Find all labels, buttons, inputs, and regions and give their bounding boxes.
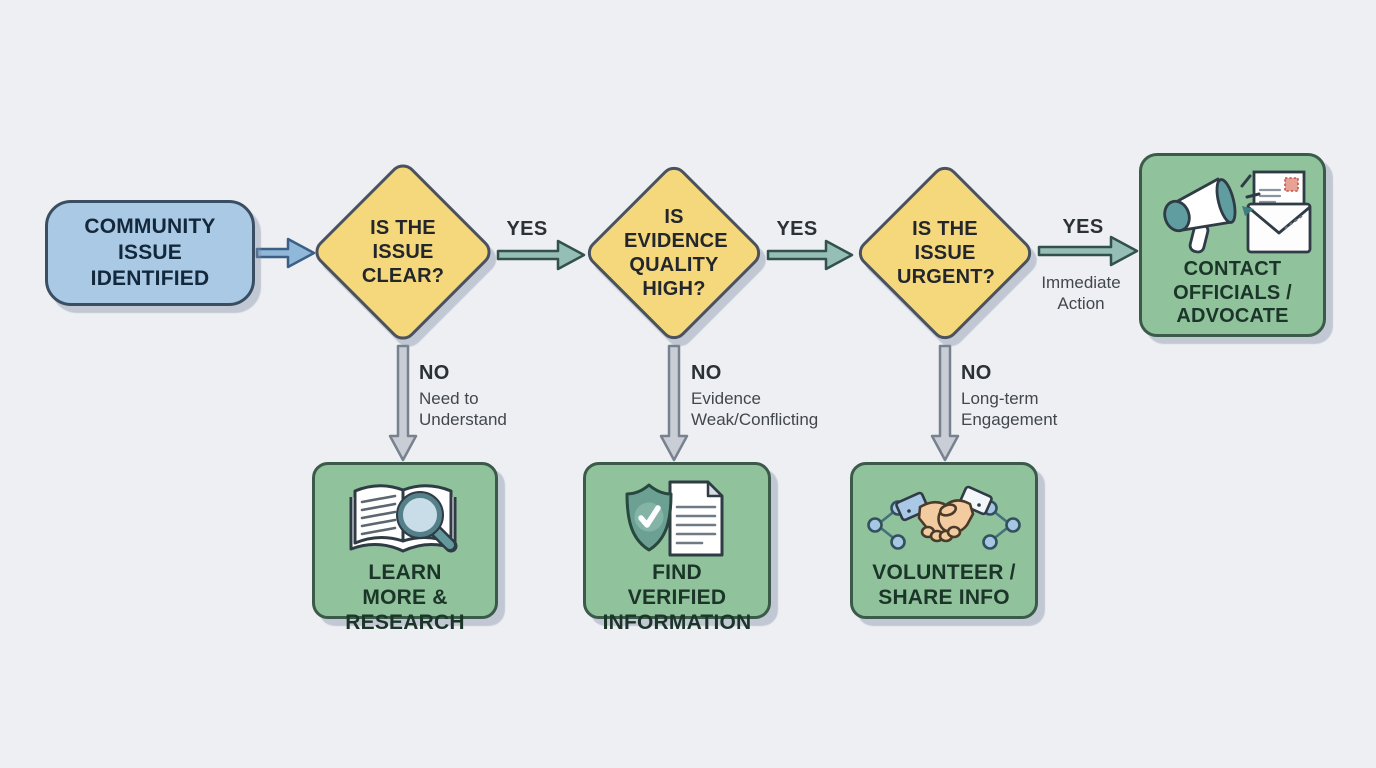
arrow-no-3 <box>930 344 960 462</box>
no-edge-sublabel-2: Evidence Weak/Conflicting <box>691 389 819 429</box>
no-edge-sublabel-1: Need to Understand <box>419 389 507 429</box>
decision-label-issue-clear: IS THE ISSUE CLEAR? <box>361 217 445 287</box>
outcome-node-learn-research: LEARN MORE & RESEARCH <box>312 462 498 634</box>
outcome-label-find-verified-info: FIND VERIFIED INFORMATION <box>602 561 752 634</box>
outcome-label-learn-research: LEARN MORE & RESEARCH <box>345 561 465 634</box>
arrow-no-2 <box>659 344 689 462</box>
decision-label-issue-urgent: IS THE ISSUE URGENT? <box>897 218 996 288</box>
megaphone-envelope-icon <box>1150 166 1316 258</box>
yes-edge-sublabel-3: Immediate Action <box>1041 273 1121 314</box>
yes-edge-label-2: YES <box>776 218 818 240</box>
arrow-start-to-decision1 <box>255 237 316 269</box>
outcome-label-contact-officials: CONTACT OFFICIALS / ADVOCATE <box>1173 258 1292 328</box>
arrow-no-1 <box>388 344 418 462</box>
outcome-label-volunteer-share: VOLUNTEER / SHARE INFO <box>872 561 1016 609</box>
decision-label-evidence-quality: IS EVIDENCE QUALITY HIGH? <box>624 206 728 300</box>
shield-check-document-icon <box>618 477 736 561</box>
book-magnifier-icon <box>341 477 469 561</box>
start-node-label: COMMUNITY ISSUE IDENTIFIED <box>84 214 216 291</box>
arrow-yes-3 <box>1037 235 1139 267</box>
no-edge-label-1: NO <box>419 362 450 384</box>
outcome-node-volunteer-share: VOLUNTEER / SHARE INFO <box>850 462 1038 619</box>
no-edge-label-3: NO <box>961 362 992 384</box>
handshake-share-icon <box>864 477 1024 561</box>
yes-edge-label-1: YES <box>506 218 548 240</box>
arrow-yes-2 <box>766 239 854 271</box>
no-edge-sublabel-3: Long-term Engagement <box>961 389 1058 429</box>
arrow-yes-1 <box>496 239 586 271</box>
outcome-node-find-verified-info: FIND VERIFIED INFORMATION <box>583 462 771 634</box>
yes-edge-label-3: YES <box>1062 216 1104 238</box>
outcome-node-contact-officials: CONTACT OFFICIALS / ADVOCATE <box>1139 153 1326 337</box>
no-edge-label-2: NO <box>691 362 722 384</box>
start-node: COMMUNITY ISSUE IDENTIFIED <box>45 200 255 306</box>
